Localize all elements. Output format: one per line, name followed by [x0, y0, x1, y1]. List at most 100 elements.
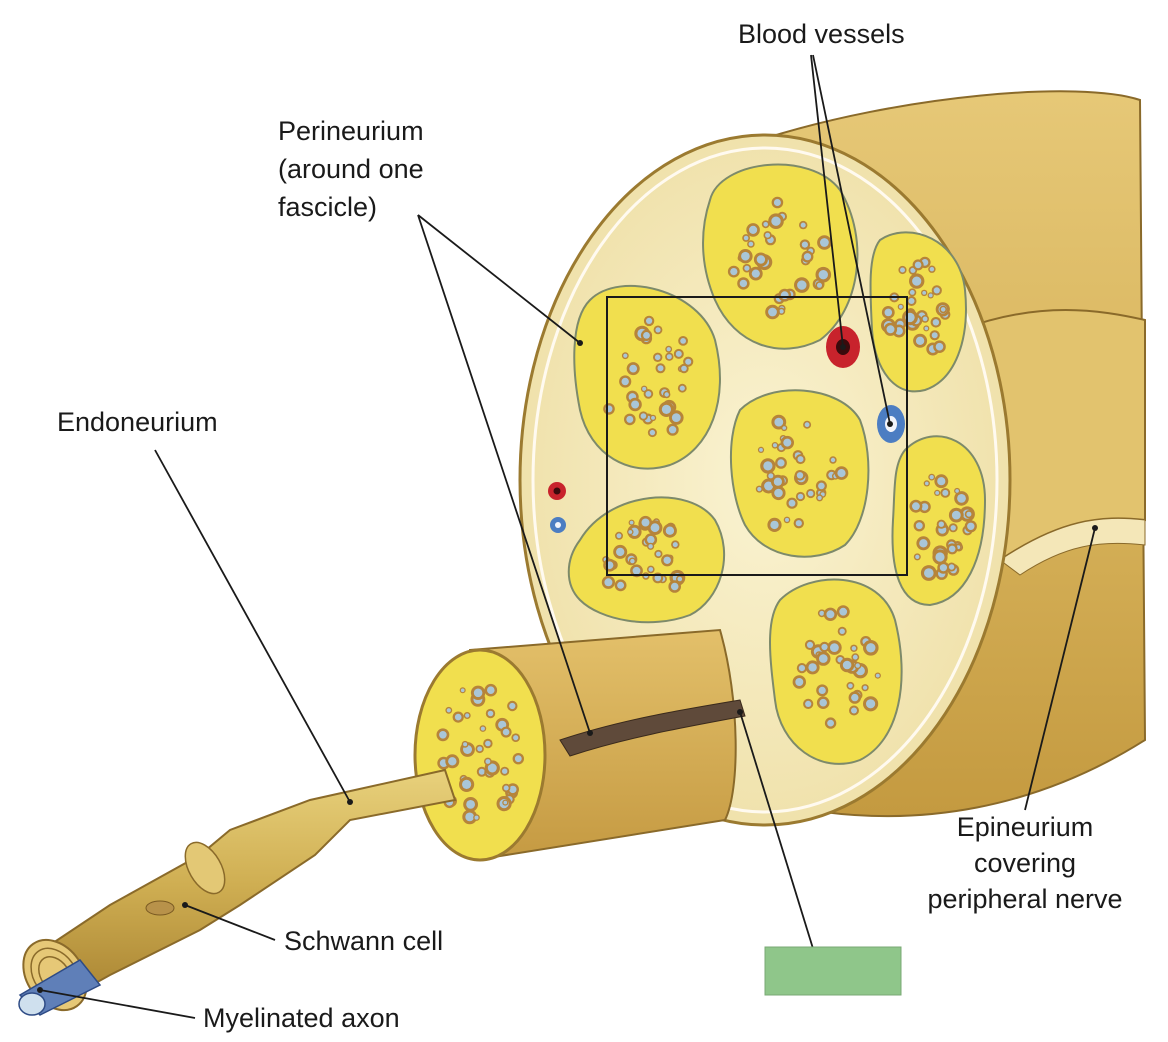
axon-core	[937, 477, 946, 486]
axon-core	[677, 576, 683, 582]
nerve-fiber	[18, 768, 457, 1016]
axon-core	[839, 607, 848, 616]
axon-core	[912, 276, 922, 286]
axon-core	[763, 461, 773, 471]
axon-core	[779, 309, 784, 314]
inset-frame	[606, 296, 908, 576]
axon-core	[898, 304, 903, 309]
axon-core	[668, 426, 677, 434]
axon-core	[915, 522, 923, 530]
axon-core	[808, 663, 817, 672]
axon-core	[920, 503, 929, 511]
axon-core	[839, 628, 845, 634]
axon-core	[798, 665, 806, 672]
axon-core	[803, 253, 812, 261]
fascicle-top	[702, 163, 859, 350]
axon-core	[641, 518, 650, 527]
axon-core	[950, 525, 956, 531]
axon-core	[795, 520, 802, 527]
axon-core	[827, 719, 834, 727]
axon-core	[924, 326, 929, 331]
axon-core	[915, 336, 925, 345]
axon-core	[826, 610, 835, 619]
axon-core	[773, 443, 777, 448]
hidden-label-cover	[764, 946, 902, 996]
axon-core	[797, 456, 804, 463]
leader-epineurium	[1024, 527, 1096, 811]
axon-core	[951, 510, 961, 520]
axon-core	[465, 812, 475, 822]
axon-core	[801, 241, 809, 248]
axon-core	[650, 523, 660, 533]
axon-core	[739, 279, 748, 288]
axon-core	[680, 338, 686, 344]
axon-core	[924, 568, 934, 578]
axon-core	[616, 533, 622, 539]
axon-core	[748, 241, 754, 247]
axon-core	[651, 416, 655, 420]
axon-core	[773, 477, 783, 486]
axon-core	[649, 429, 656, 436]
label-perineurium-line2: (around one	[278, 154, 424, 184]
axon-core	[626, 415, 634, 423]
axon-core	[487, 686, 495, 694]
axon-core	[830, 643, 839, 652]
leader-axon	[39, 989, 196, 1019]
axon-core	[503, 785, 509, 791]
axon-core	[604, 578, 613, 587]
axon-core	[929, 267, 935, 272]
axon-core	[629, 364, 638, 373]
axon-core	[817, 282, 822, 288]
axon-core	[648, 567, 654, 572]
axon-core	[900, 267, 905, 273]
axon-core	[462, 779, 472, 790]
axon-core	[818, 482, 825, 490]
axon-core	[514, 755, 522, 763]
axon-core	[800, 222, 806, 228]
axon-core	[478, 768, 485, 775]
axon-core	[797, 493, 804, 500]
axon-core	[743, 235, 749, 241]
axon-core	[645, 391, 652, 397]
axon-core	[656, 551, 661, 557]
axon-core	[821, 643, 828, 651]
leader-schwann	[184, 904, 276, 941]
axon-core	[485, 740, 491, 747]
axon-core	[768, 307, 777, 317]
axon-core	[439, 731, 447, 739]
axon-core	[681, 365, 687, 372]
axon-core	[685, 358, 692, 365]
axon-core	[783, 438, 792, 447]
axon-core	[480, 726, 485, 731]
axon-core	[931, 332, 938, 339]
axon-core	[642, 386, 647, 391]
axon-core	[664, 392, 669, 397]
axon-core	[621, 377, 629, 386]
axon-core	[509, 785, 517, 794]
axon-core	[763, 222, 768, 227]
axon-core	[765, 232, 771, 238]
axon-core	[935, 491, 940, 495]
axon-core	[463, 742, 468, 747]
axon-core	[485, 759, 491, 764]
axon-core	[446, 708, 451, 713]
axon-core	[632, 566, 641, 575]
axon-core	[817, 495, 822, 500]
axon-core	[661, 404, 672, 414]
axon-core	[648, 544, 653, 549]
leader-covered-label	[739, 711, 816, 956]
label-epineurium-line3: peripheral nerve	[927, 884, 1122, 914]
axon-core	[623, 353, 628, 358]
axon-core	[855, 663, 860, 668]
axon-core	[851, 646, 857, 651]
axon-core	[942, 489, 949, 496]
axon-core	[922, 291, 927, 295]
axon-core	[819, 698, 827, 707]
axon-core	[804, 422, 810, 428]
axon-core	[473, 688, 483, 698]
axon-core	[498, 720, 507, 729]
axon-core	[908, 298, 915, 304]
axon-core	[785, 517, 789, 522]
axon-core	[774, 488, 783, 498]
